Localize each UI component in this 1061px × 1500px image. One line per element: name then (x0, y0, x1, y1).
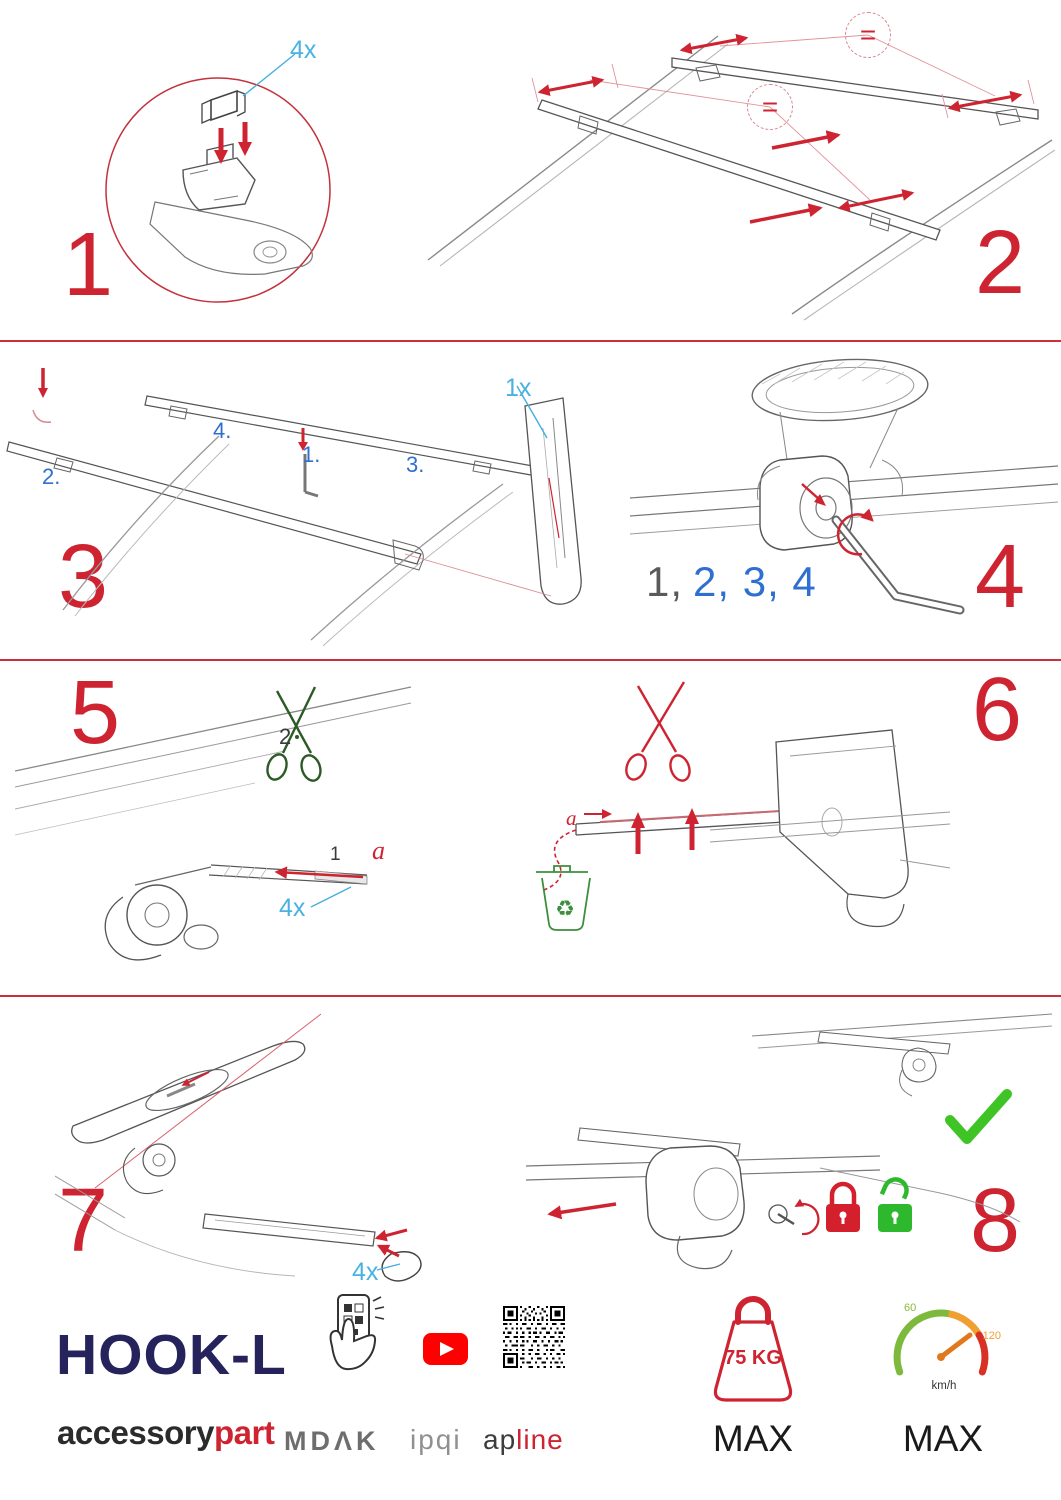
step-6-part-label: a (566, 806, 577, 830)
step-7-quantity-label: 4x (352, 1258, 379, 1286)
max-speed-label: MAX (902, 1418, 984, 1459)
step-6-number: 6 (972, 660, 1022, 760)
speed-low-tick: 60 (904, 1302, 916, 1314)
equals-sign: = (859, 19, 877, 50)
step-3-number: 3 (58, 527, 108, 627)
allen-key-icon (303, 454, 319, 498)
qr-code (503, 1306, 565, 1368)
step-3-substep-1: 1. (302, 442, 321, 467)
step-5-cut-label: 2 (279, 724, 292, 749)
weight-limit-icon: 75 KG (713, 1296, 793, 1402)
target-arrow-icon (801, 483, 826, 506)
rail-cover-part (524, 397, 582, 605)
speedometer-icon: 60 120 km/h (893, 1302, 1001, 1392)
step-6-trim-illustration: ♻ (536, 681, 951, 931)
step-8-lock-illustration (525, 1013, 1053, 1270)
section-divider (0, 340, 1061, 342)
step-3-substep-4: 4. (213, 418, 232, 443)
brand-name-red: part (213, 1414, 275, 1451)
drop-arrow-icon (298, 428, 308, 451)
cover-part (775, 729, 909, 928)
insert-arrows-icon (214, 122, 252, 164)
step-5-part-label: a (372, 836, 385, 865)
logo-mdak: MDΛK (284, 1426, 380, 1456)
logo-ipqi: ipqi (410, 1424, 462, 1455)
allen-key-icon (831, 515, 965, 615)
max-load-value: 75 KG (724, 1347, 782, 1369)
step-4-number: 4 (975, 527, 1025, 627)
step-3-quantity-label: 1x (505, 374, 532, 402)
drop-arrow-icon (38, 368, 48, 398)
step-1-number: 1 (63, 215, 113, 315)
step-3-substep-2: 2. (42, 464, 61, 489)
speed-unit: km/h (932, 1380, 957, 1392)
step-5-quantity-label: 4x (279, 894, 306, 922)
step-5-number: 5 (70, 663, 120, 763)
youtube-icon (423, 1333, 468, 1365)
step-3-assembly-illustration (6, 368, 582, 647)
push-up-arrows-icon (631, 808, 699, 854)
equals-sign: = (761, 91, 779, 122)
end-cap-part (381, 1251, 422, 1282)
scissors-icon (625, 681, 691, 782)
step-5-cut-strip-illustration (15, 686, 412, 961)
step-1-detail-illustration (105, 53, 331, 303)
recycle-glyph: ♻ (555, 896, 575, 921)
equals-badge: = (845, 12, 891, 58)
logo-apline-dark: ap (483, 1424, 517, 1455)
product-name: HOOK-L (56, 1323, 287, 1387)
sequence-done: 1, (646, 558, 684, 605)
checkmark-icon (945, 1089, 1012, 1144)
step-4-sequence: 1,2, 3, 4 (646, 558, 817, 606)
step-7-endcap-illustration (55, 1013, 422, 1282)
phone-scan-icon (329, 1294, 385, 1371)
measure-arrows-icon (537, 33, 1023, 224)
step-2-alignment-illustration (427, 33, 1055, 321)
brand-name-dark: accessory (57, 1414, 214, 1451)
step-4-tighten-illustration (630, 358, 1058, 615)
fitting-part (201, 89, 246, 125)
scissors-icon (266, 686, 322, 782)
speedometer-needle (938, 1332, 973, 1360)
max-load-label: MAX (712, 1418, 794, 1459)
section-divider (0, 995, 1061, 997)
padlock-open-icon (878, 1177, 912, 1232)
rotate-arrow-icon (794, 1198, 820, 1236)
rotate-arrow-icon (836, 508, 874, 556)
slide-arrow-icon (547, 1202, 617, 1220)
attach-arrows-icon (374, 1228, 408, 1258)
insert-direction-arrow-icon (274, 866, 364, 879)
brand-logo: accessorypart (57, 1414, 275, 1452)
equals-badge: = (747, 84, 793, 130)
step-8-number: 8 (970, 1171, 1020, 1271)
padlock-closed-icon (826, 1181, 860, 1232)
section-divider (0, 659, 1061, 661)
logo-apline-red: line (516, 1424, 564, 1455)
step-5-insert-label: 1 (330, 844, 341, 865)
step-1-quantity-label: 4x (290, 36, 317, 64)
step-3-substep-3: 3. (406, 452, 425, 477)
recycle-bin-icon: ♻ (536, 865, 591, 931)
speed-high-tick: 120 (983, 1330, 1001, 1342)
sequence-todo: 2, 3, 4 (693, 558, 817, 605)
step-2-number: 2 (975, 213, 1025, 313)
logo-apline: apline (483, 1424, 564, 1456)
